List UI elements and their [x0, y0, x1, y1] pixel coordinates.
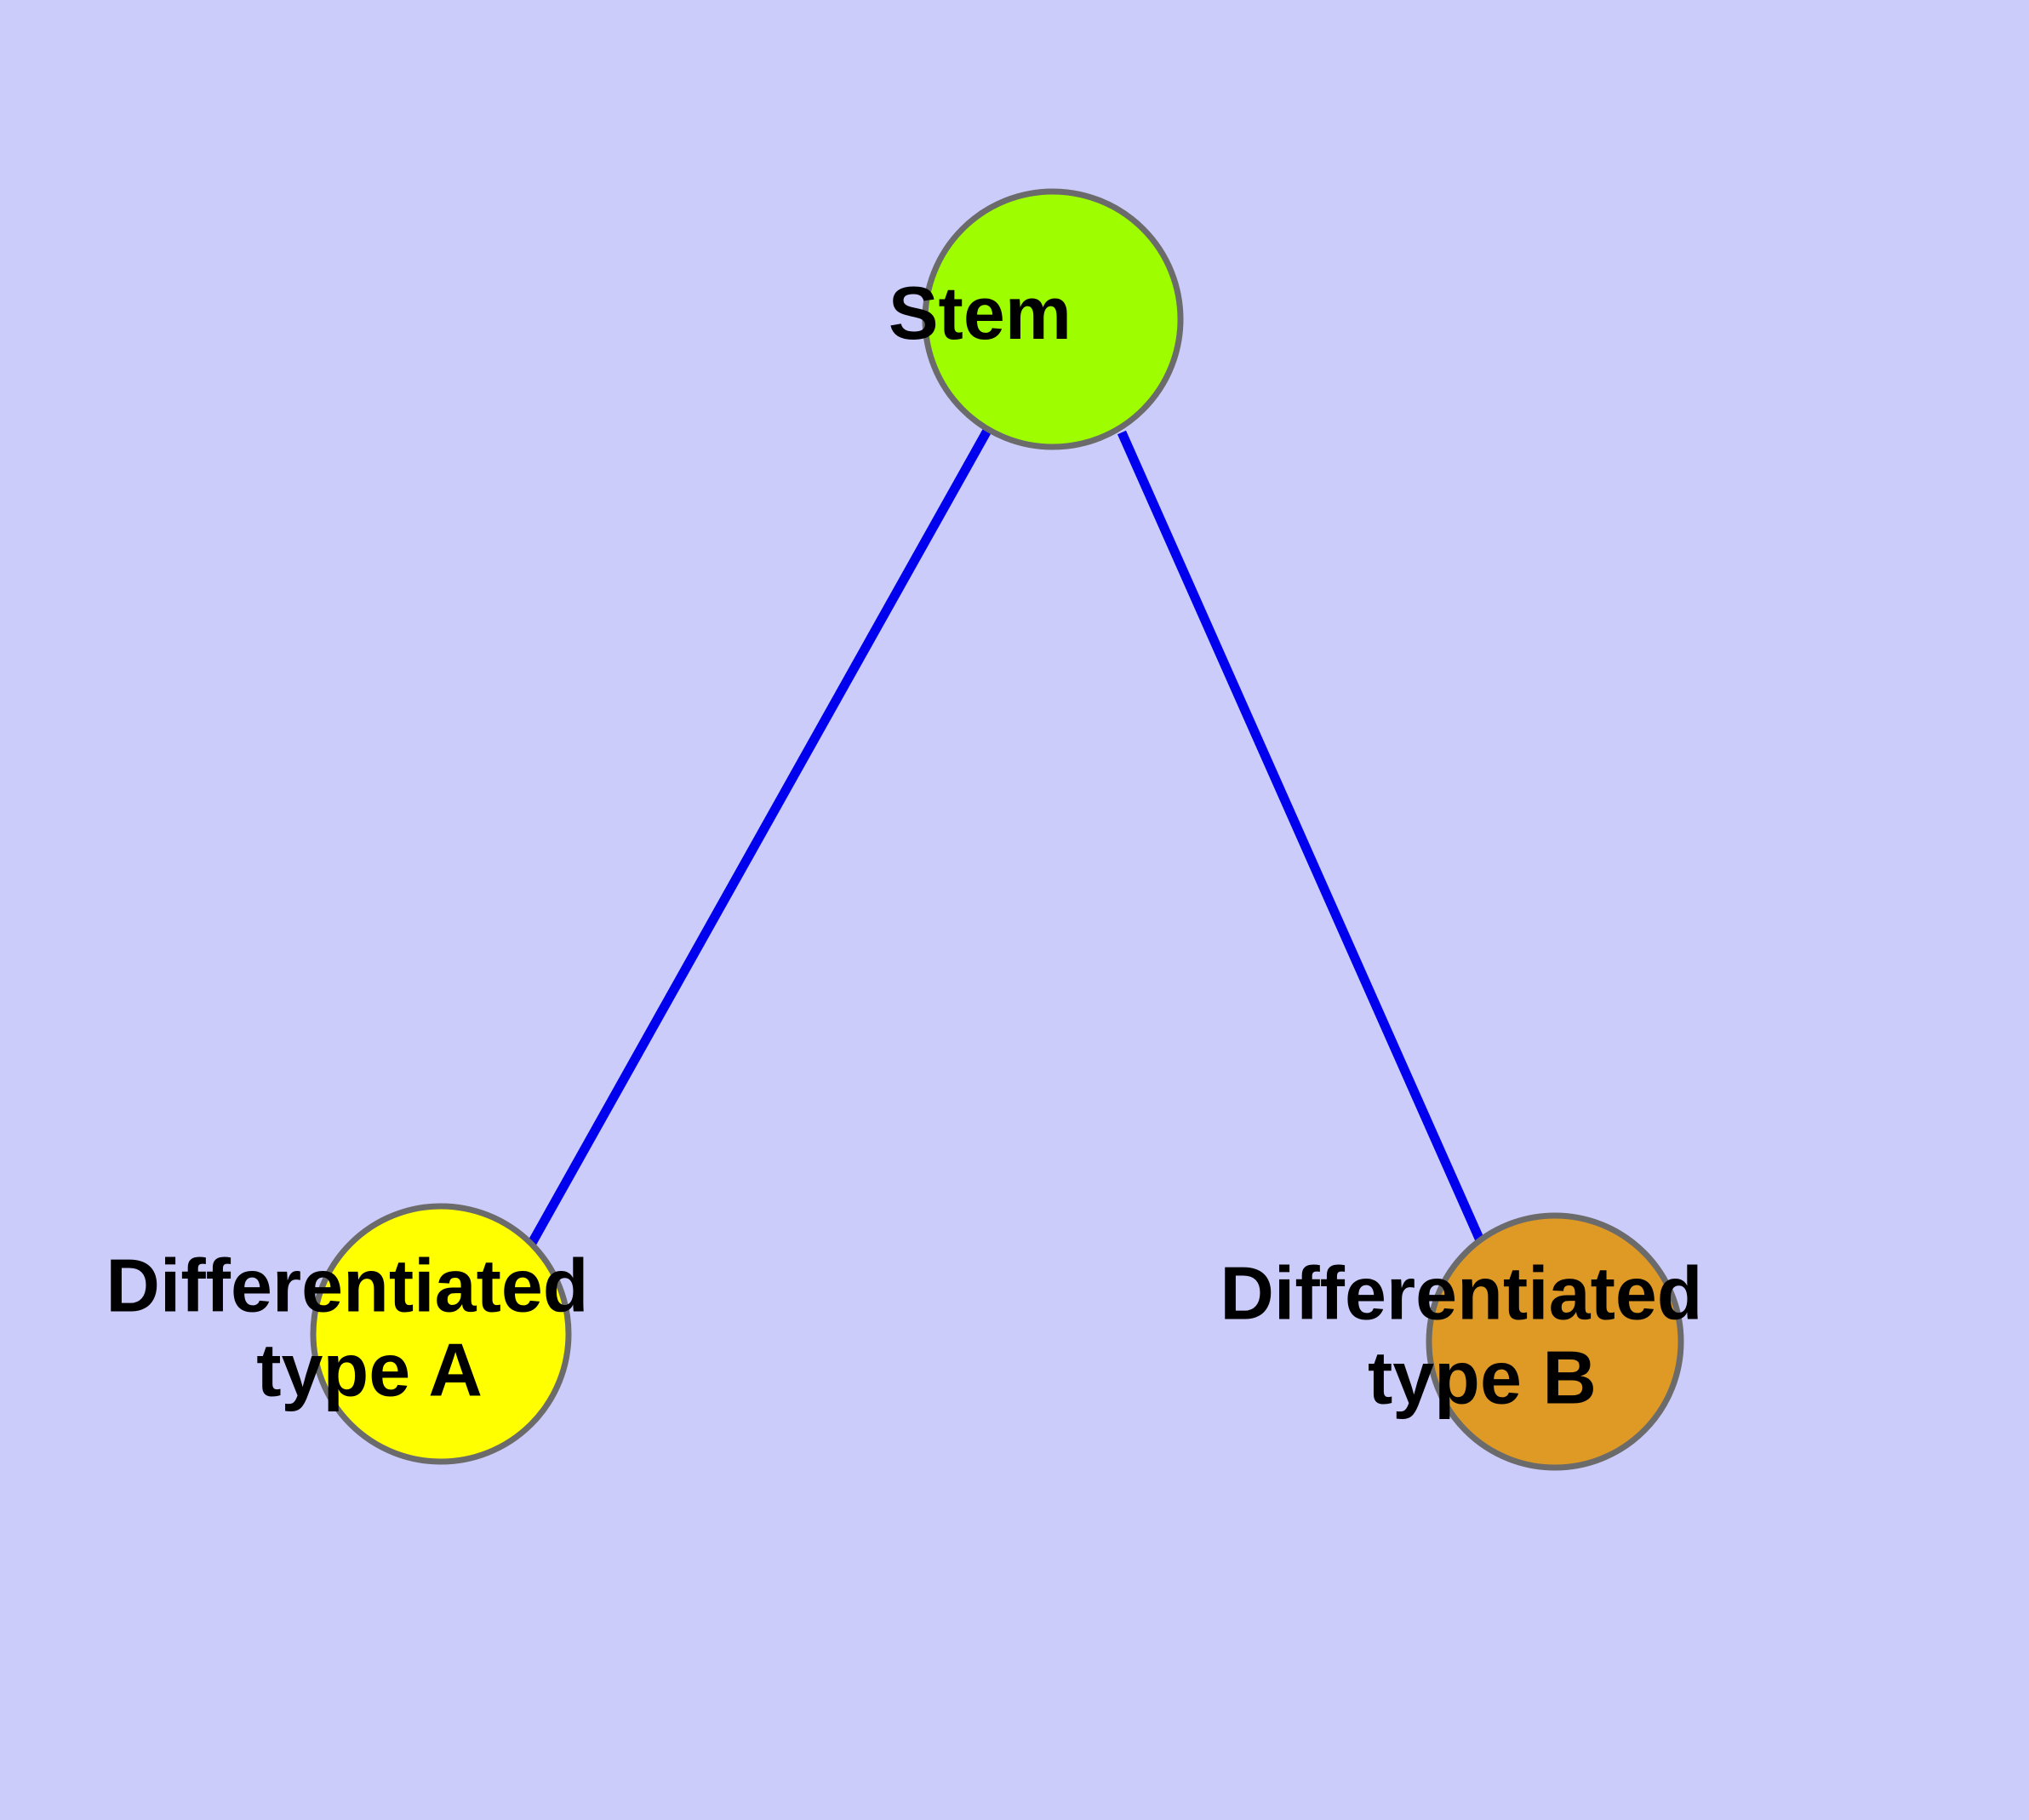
node-stem-label-line-1: Stem [889, 271, 1072, 355]
edges-group [527, 426, 1485, 1247]
node-stem-label: Stem [889, 271, 1217, 355]
node-differentiated-type-a-label-line-1: Differentiated [106, 1244, 588, 1328]
node-differentiated-type-b-label: Differentiated type B [1220, 1251, 1889, 1420]
node-differentiated-type-b-circle[interactable] [1426, 1212, 1684, 1471]
node-differentiated-type-a-label-line-2: type A [256, 1328, 481, 1412]
edge-stem-to-differentiated-type-b[interactable] [1117, 430, 1485, 1243]
node-labels-group: Stem Differentiated type A Differentiate… [106, 271, 1889, 1420]
node-differentiated-type-a-circle[interactable] [310, 1203, 572, 1465]
node-differentiated-type-b-label-line-1: Differentiated [1220, 1251, 1702, 1336]
node-differentiated-type-a-label: Differentiated type A [106, 1244, 775, 1412]
node-differentiated-type-b[interactable] [1426, 1212, 1684, 1471]
nodes-group [310, 188, 1684, 1471]
node-stem[interactable] [922, 188, 1184, 450]
node-differentiated-type-a[interactable] [310, 1203, 572, 1465]
edge-stem-to-differentiated-type-a[interactable] [527, 426, 992, 1247]
node-differentiated-type-b-label-line-2: type B [1368, 1336, 1597, 1420]
node-stem-circle[interactable] [922, 188, 1184, 450]
